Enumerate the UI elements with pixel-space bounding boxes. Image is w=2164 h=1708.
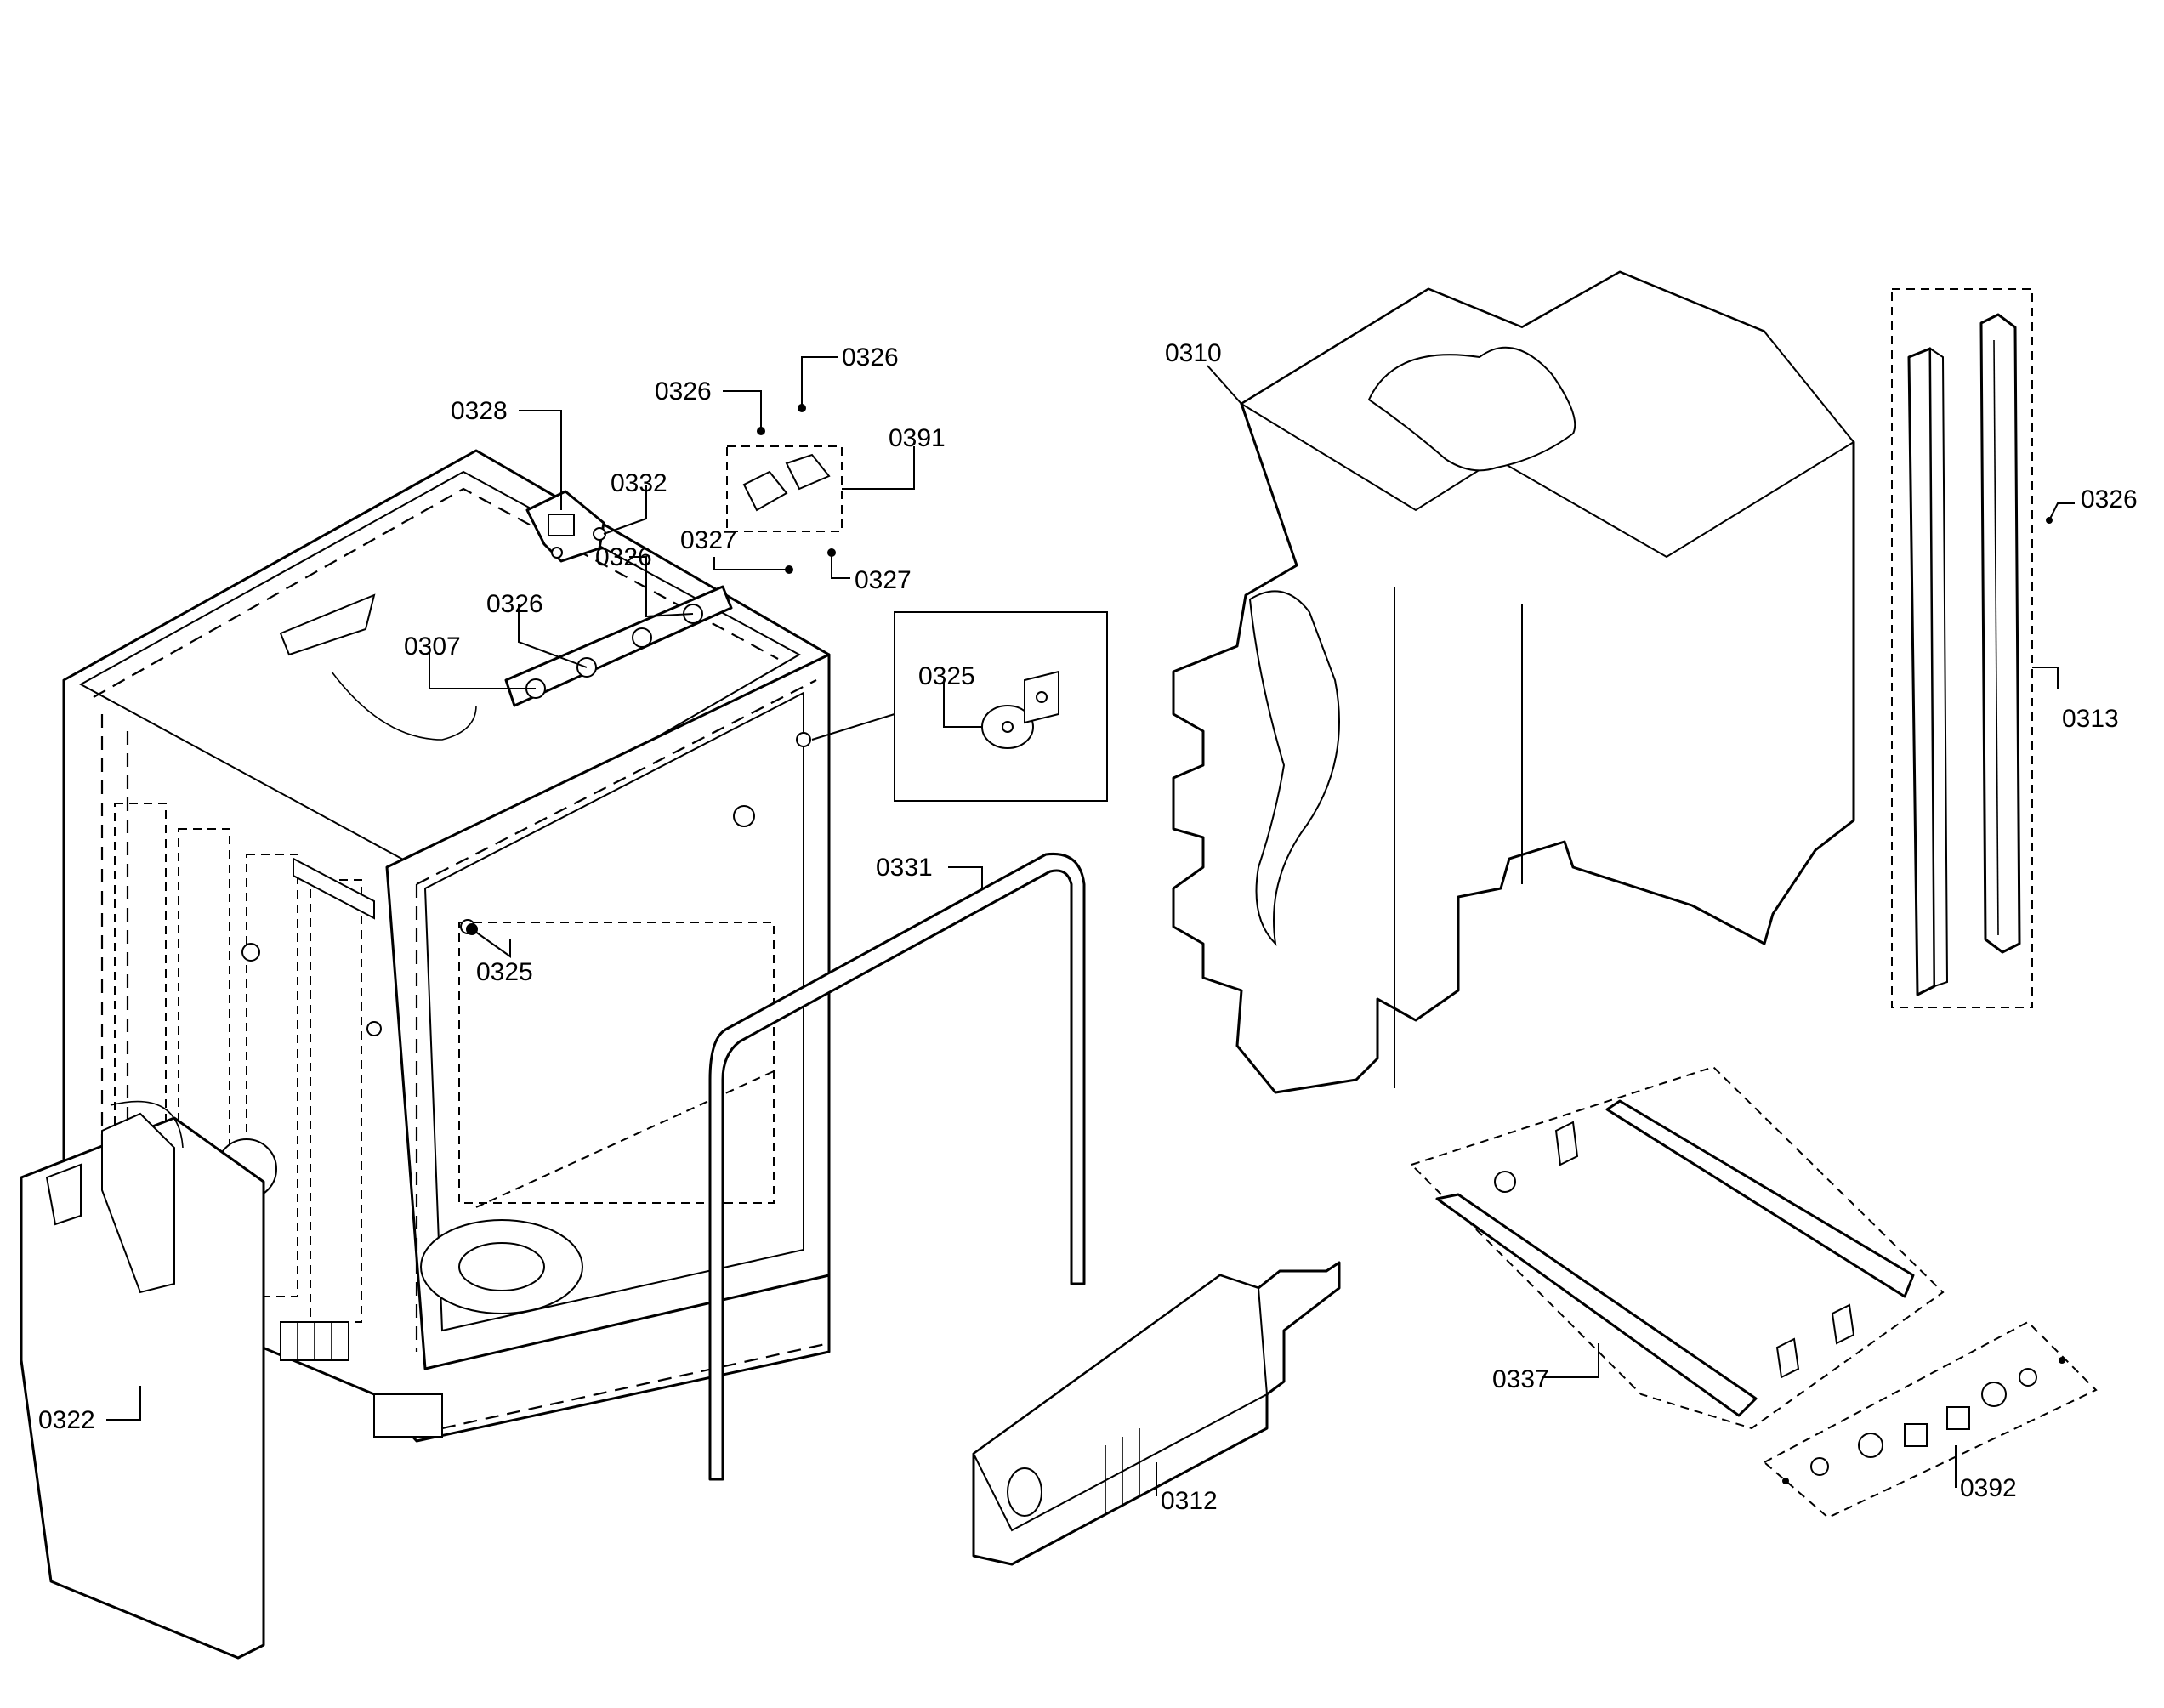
label-0326-top-left: 0326 <box>655 377 712 406</box>
part-0337-rail-group <box>1410 1065 1945 1430</box>
label-0332: 0332 <box>611 469 667 497</box>
label-0327-right: 0327 <box>855 566 912 594</box>
leader-lines <box>106 356 2075 1496</box>
label-0307: 0307 <box>404 633 461 661</box>
part-labels: 0310 0326 0326 0391 0328 0332 0327 0327 … <box>38 339 2138 1515</box>
part-0328-0332-hinge-bracket <box>525 490 606 563</box>
label-0310: 0310 <box>1165 339 1222 367</box>
label-0325-inset: 0325 <box>918 662 975 690</box>
label-0331: 0331 <box>876 854 933 882</box>
label-0337: 0337 <box>1492 1365 1549 1393</box>
label-0325-lower: 0325 <box>476 958 533 986</box>
label-0391: 0391 <box>889 424 946 452</box>
part-0391-bracket-group <box>726 404 843 574</box>
label-0327-left: 0327 <box>680 526 737 554</box>
label-0326-lower: 0326 <box>486 590 543 618</box>
label-0328: 0328 <box>451 397 508 425</box>
label-0313: 0313 <box>2062 705 2119 733</box>
label-0392: 0392 <box>1960 1474 2017 1502</box>
label-0312: 0312 <box>1161 1487 1218 1515</box>
part-0310-top-insulation <box>1172 270 1855 1094</box>
label-0326-right: 0326 <box>2081 485 2138 514</box>
part-0331-door-gasket <box>708 852 1086 1481</box>
part-0312-front-insulation <box>972 1261 1341 1566</box>
part-0322-side-insulation <box>20 1100 265 1660</box>
part-0313-side-strips <box>1891 288 2053 1008</box>
label-0326-top-right: 0326 <box>842 343 899 372</box>
part-0325-detail-inset <box>466 611 1108 935</box>
label-0326-middle: 0326 <box>595 543 652 571</box>
label-0322: 0322 <box>38 1406 95 1434</box>
part-0392-hardware-group <box>1763 1320 2098 1519</box>
